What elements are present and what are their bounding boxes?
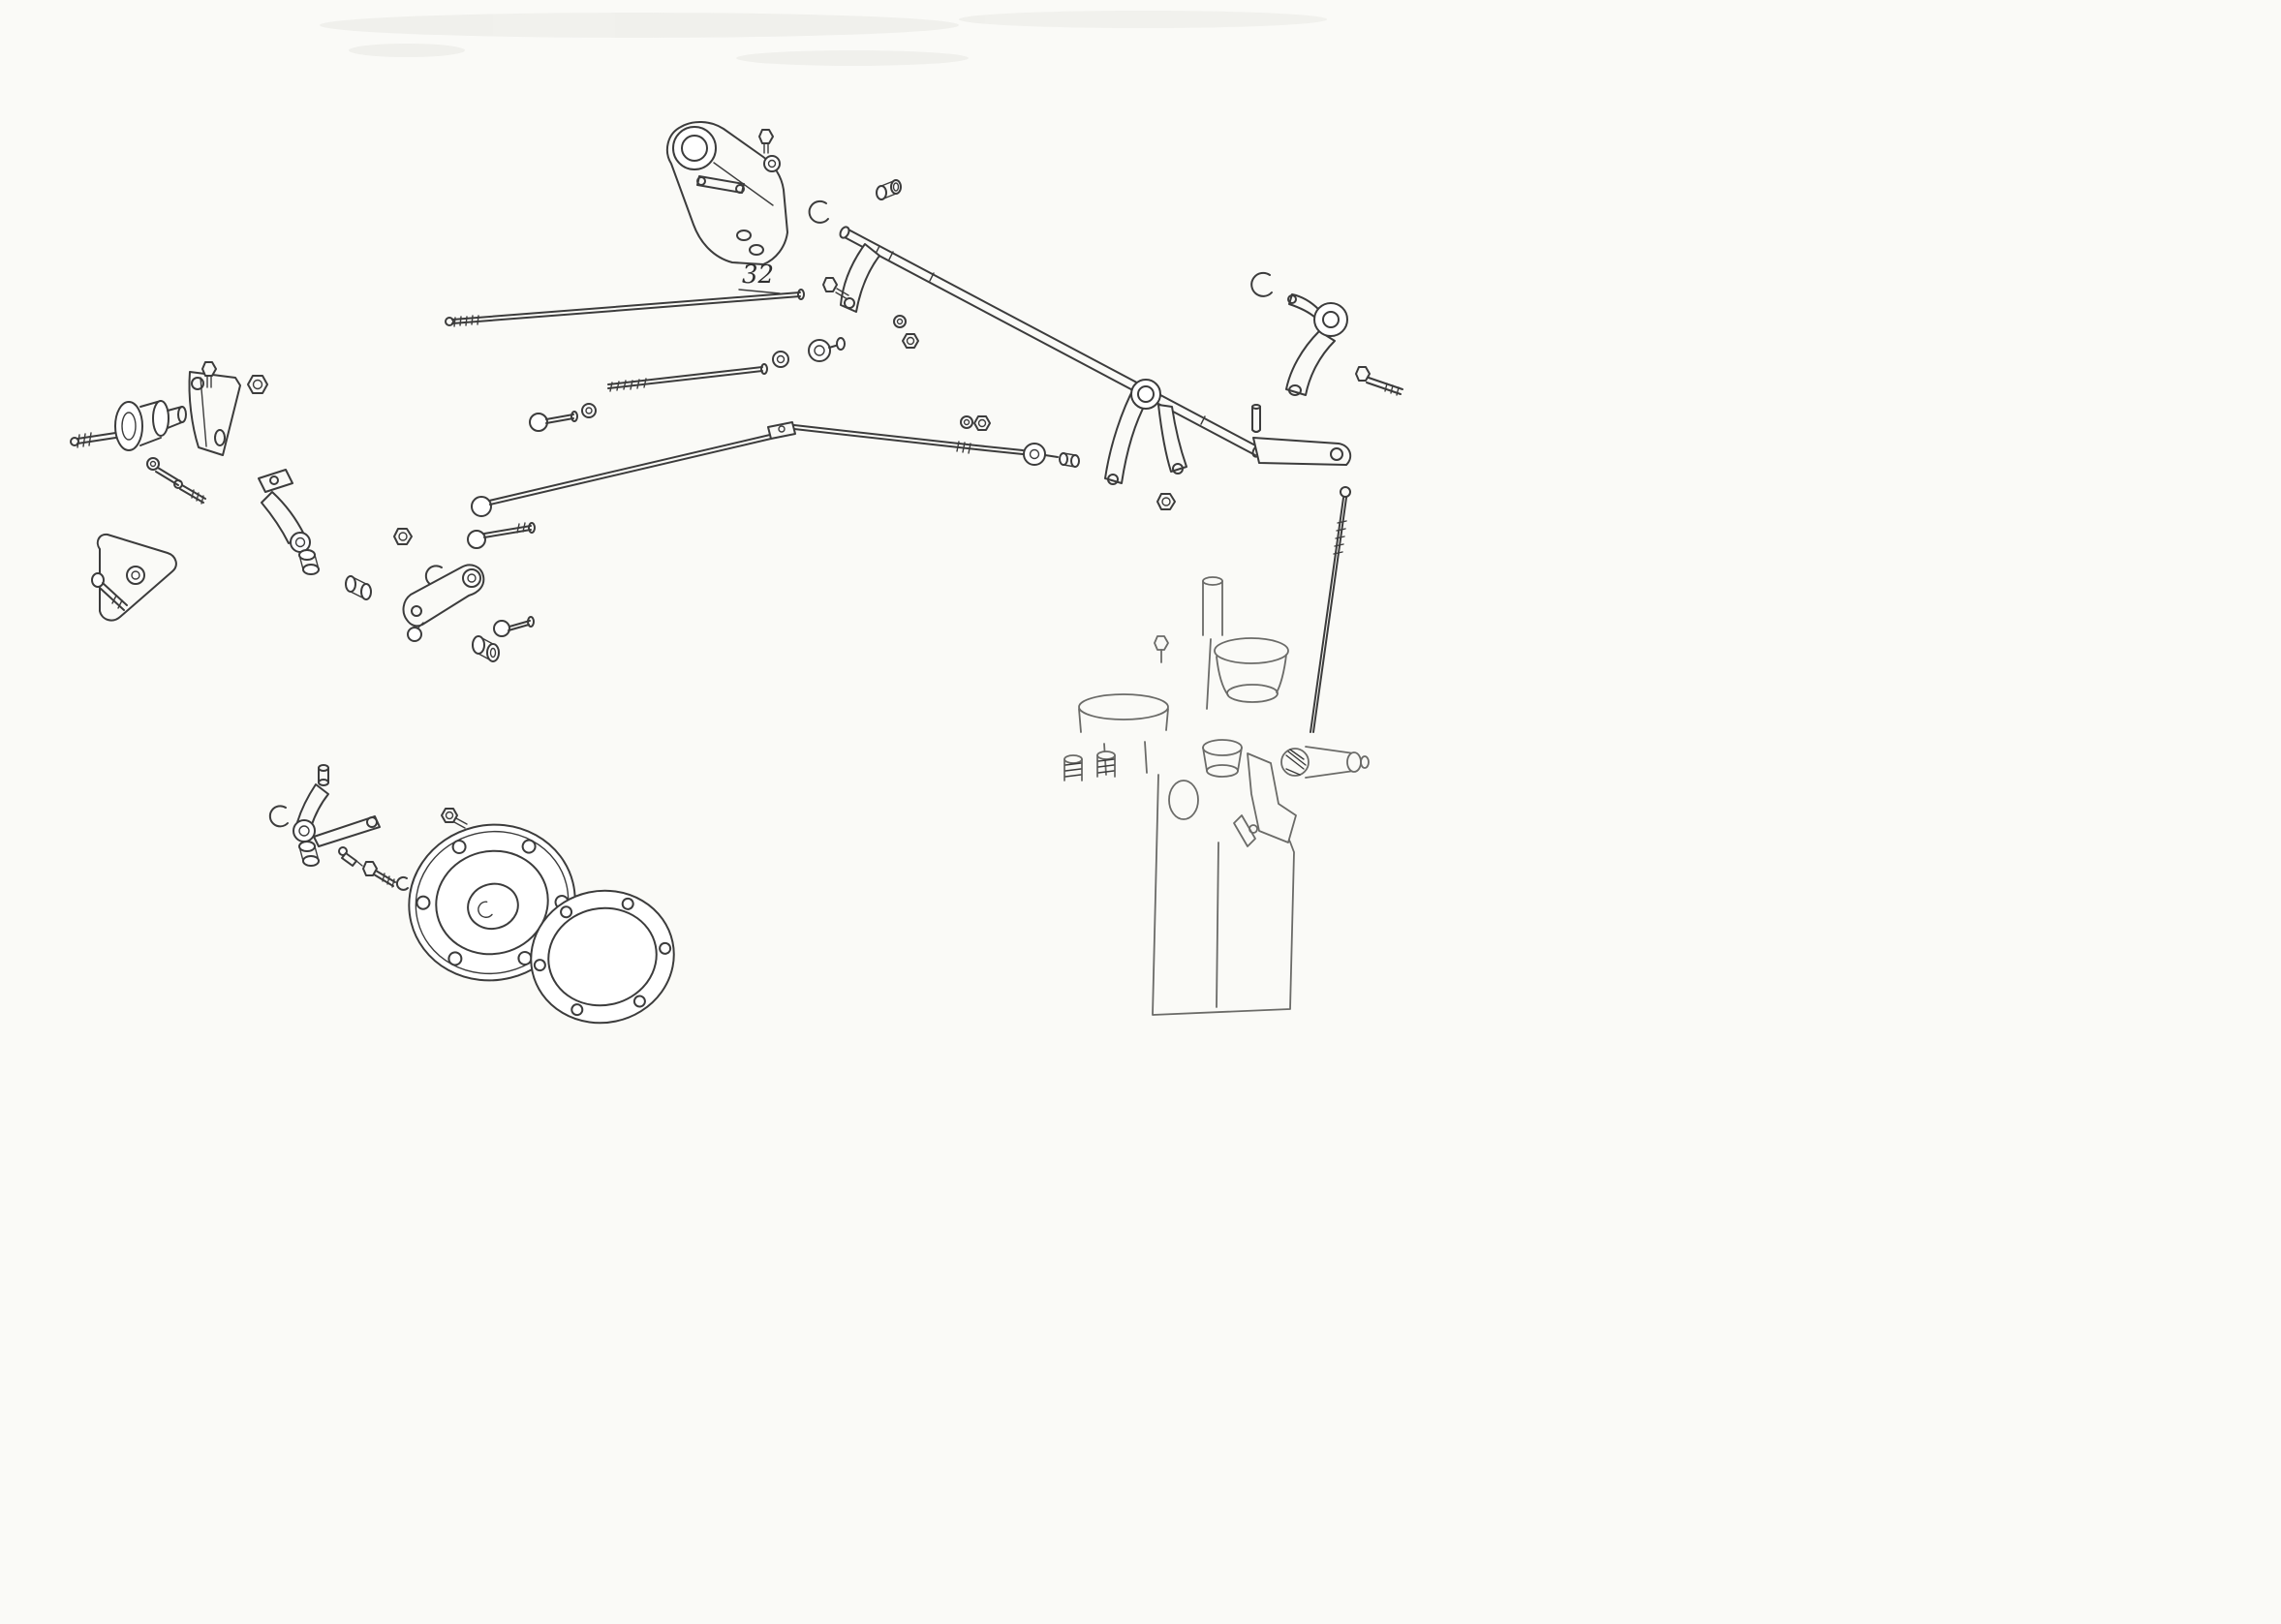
shaft-hex-nut (902, 333, 919, 349)
shaft-bolt (822, 277, 849, 300)
spacer-bushing-mid (345, 575, 372, 600)
bracket-mounting-bolt (201, 361, 217, 388)
retaining-clip-small (395, 875, 409, 891)
spacer-cylinder (472, 635, 500, 662)
relay-rod-bushing (1059, 452, 1080, 468)
ball-socket-mid (808, 337, 846, 362)
firewall-bracket (188, 371, 241, 456)
scan-artifacts (320, 11, 1327, 66)
mounting-bracket (665, 121, 788, 265)
bracket-bolt (758, 129, 774, 154)
ball-stud (407, 622, 424, 642)
retaining-e-clip-upper (808, 199, 829, 224)
bracket-pin (91, 572, 128, 611)
shaft-end-lever (1252, 437, 1352, 466)
threaded-stud-left (173, 479, 206, 505)
set-bolt-upper (441, 808, 468, 829)
support-hex-nut (1156, 493, 1176, 510)
bellcrank-lever (258, 469, 311, 553)
clevis-pin-small (1251, 404, 1261, 433)
circlip-upper-right (1250, 271, 1273, 297)
capped-plug-right (1096, 751, 1116, 778)
bellcrank-upper-right (1285, 293, 1348, 396)
relay-rod (471, 421, 1059, 517)
grease-fitting (338, 846, 363, 867)
washer-mid (772, 351, 789, 368)
part-number-text: 32 (742, 260, 774, 290)
carburetor-assembly (1063, 576, 1370, 1016)
spacer-bushing-upper (876, 179, 902, 200)
pivot-pin-assembly (70, 400, 187, 451)
shaft-support-bracket (1104, 379, 1187, 485)
shaft-bellcrank (840, 243, 880, 313)
capped-plug-left (1063, 754, 1083, 781)
ball-link-small (493, 616, 535, 637)
relay-rod-washer (960, 415, 973, 429)
pivot-bushing-lower (298, 841, 320, 867)
triangular-bracket (96, 533, 177, 622)
accelerator-bellcrank (293, 764, 381, 847)
gasket (530, 889, 675, 1025)
bracket-washer (763, 155, 781, 172)
set-bolt-lower (362, 861, 396, 888)
connecting-rod-middle (607, 363, 768, 392)
shaft-washer (893, 315, 907, 328)
short-link (467, 522, 536, 549)
ball-joint-left (529, 411, 578, 432)
part-number-label: 32 (738, 260, 781, 294)
throttle-rod-vertical (1310, 486, 1351, 733)
cross-shaft (839, 226, 1263, 458)
pivot-bushing (298, 549, 320, 575)
relay-lever (402, 564, 485, 628)
lock-nut (247, 375, 268, 394)
washer-left (581, 403, 597, 418)
connecting-rod-upper (445, 289, 805, 327)
relay-rod-nut (973, 415, 991, 431)
anchor-stud (1355, 366, 1403, 396)
e-clip-lower (268, 805, 289, 828)
adjuster-hex-nut (393, 528, 413, 545)
